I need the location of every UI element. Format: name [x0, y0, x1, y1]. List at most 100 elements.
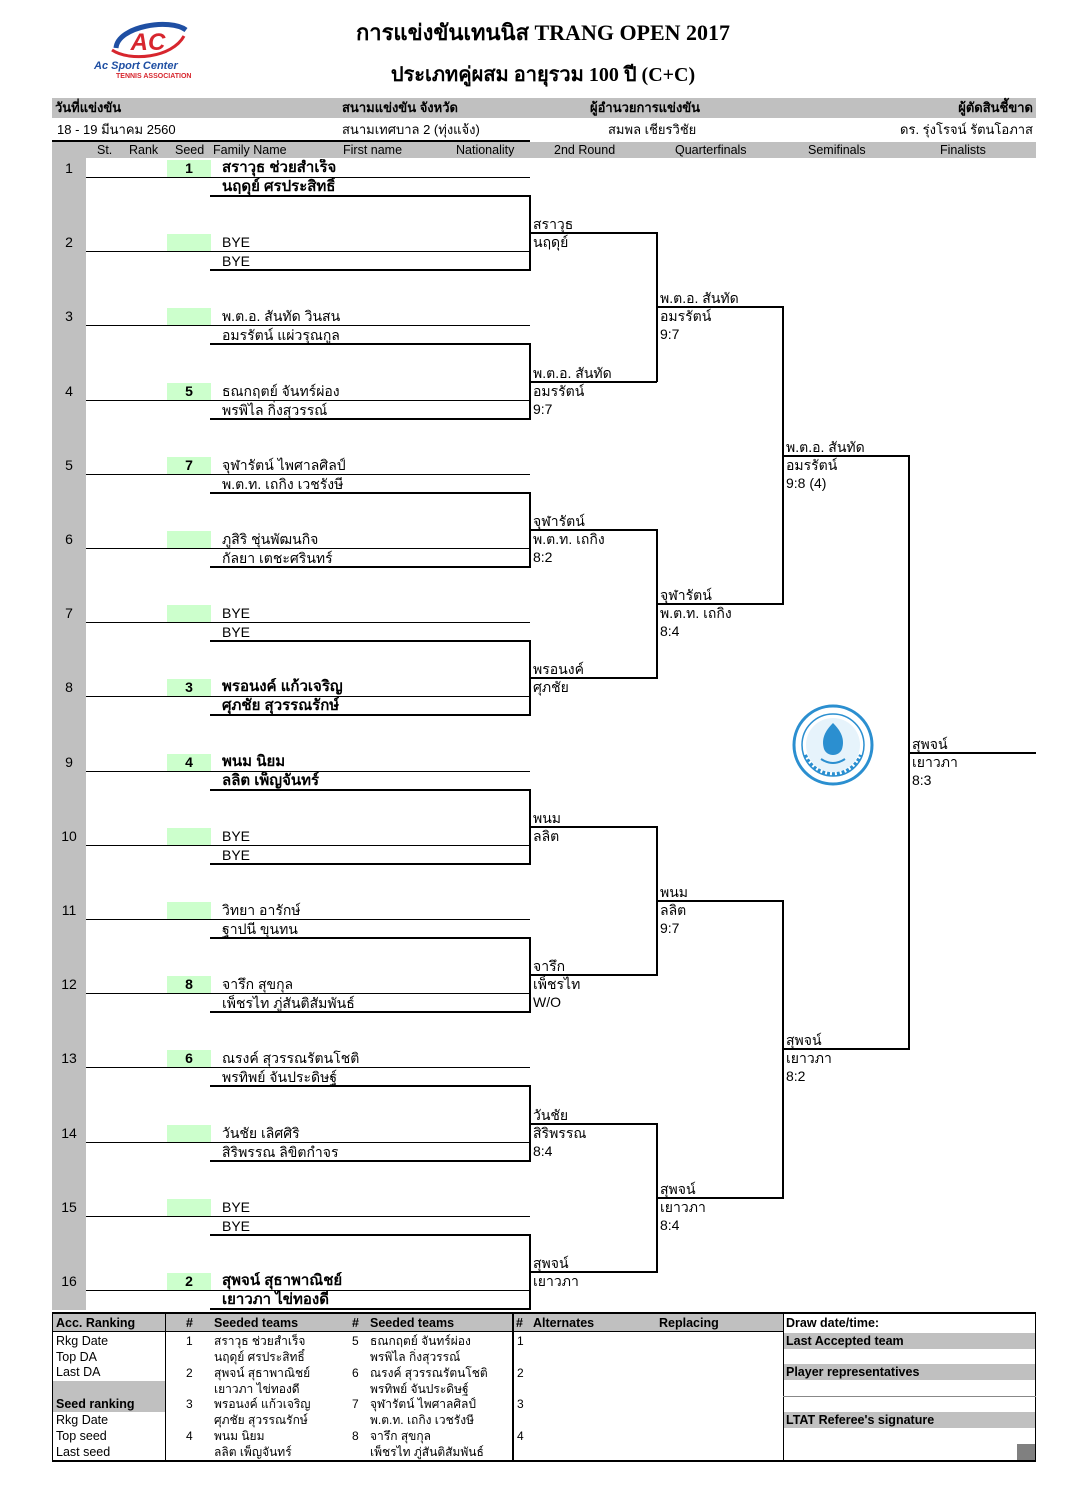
seed-ranking-row: Rkg Date	[56, 1413, 109, 1427]
seed-number: 3	[186, 1397, 193, 1412]
player-name: ภูสิริ ชุ่นพัฒนกิจ	[222, 531, 319, 547]
entry-line	[86, 473, 530, 475]
winner-name: สุพจน์	[786, 1032, 822, 1049]
match-score: 9:7	[660, 326, 680, 343]
draw-position-number: 6	[65, 531, 73, 547]
acc-ranking-title: Acc. Ranking	[56, 1316, 136, 1330]
acc-ranking-row: Rkg Date	[56, 1334, 109, 1348]
col-family-name: Family Name	[213, 143, 287, 157]
entry-line	[210, 640, 530, 643]
match-score: 9:7	[533, 400, 553, 417]
player-name: อมรรัตน์ แผ่วรุณกูล	[222, 327, 340, 344]
bracket-line	[530, 1270, 657, 1273]
summary-header-rule	[52, 1331, 783, 1332]
seeded-player-name: เพ็ชรไท ภู่สันติสัมพันธ์	[370, 1445, 484, 1460]
winner-name: พ.ต.ท. เถกิง	[660, 605, 732, 622]
entry-line	[86, 1215, 530, 1217]
seed-number: 6	[352, 1365, 359, 1380]
draw-position-number: 3	[65, 308, 73, 325]
player-name: ฐาปนี ขุนทน	[222, 921, 298, 937]
col-rank: Rank	[129, 143, 159, 157]
col-quarterfinals: Quarterfinals	[675, 143, 747, 157]
player-name: พรอนงค์ แก้วเจริญ	[222, 678, 343, 696]
bracket-line	[530, 677, 657, 680]
seeded-player-name: ณรงค์ สุวรรณรัตนโชติ	[370, 1365, 488, 1380]
association-seal-icon	[792, 704, 874, 786]
winner-name: เยาวภา	[533, 1272, 579, 1289]
draw-datetime-label: Draw date/time:	[786, 1316, 880, 1330]
bracket-line	[783, 1048, 909, 1051]
page-title: การแข่งขันเทนนิส TRANG OPEN 2017	[355, 20, 731, 45]
bracket-line	[530, 528, 657, 531]
player-name: BYE	[222, 624, 251, 641]
winner-name: สุพจน์	[533, 1254, 569, 1271]
winner-name: อมรรัตน์	[786, 456, 838, 473]
last-accepted-band	[783, 1333, 1036, 1349]
entry-line	[210, 788, 530, 791]
player-name: ลลิต เพ็ญจันทร์	[222, 771, 320, 789]
entry-line	[86, 251, 530, 253]
winner-name: พ.ต.อ. สันทัด	[533, 364, 612, 381]
seed-box	[167, 902, 211, 919]
match-score: 8:4	[660, 623, 680, 640]
entry-line	[86, 177, 530, 178]
draw-number-column	[52, 158, 86, 1310]
winner-name: สราวุธ	[533, 216, 574, 233]
last-accepted-label: Last Accepted team	[786, 1334, 904, 1348]
seeded-teams-header: Seeded teams	[214, 1316, 299, 1330]
seed-box: 6	[167, 1050, 211, 1068]
seed-num-header: #	[186, 1316, 193, 1330]
seeded-player-name: พนม นิยม	[214, 1429, 265, 1444]
seed-ranking-band	[52, 1381, 165, 1412]
winner-name: สุพจน์	[912, 735, 948, 752]
player-name: ธณกฤตย์ จันทร์ผ่อง	[222, 382, 340, 399]
draw-position-number: 12	[61, 976, 77, 993]
value-date: 18 - 19 มีนาคม 2560	[57, 122, 176, 137]
winner-name: ลลิต	[660, 901, 687, 918]
match-score: 8:2	[533, 548, 553, 565]
entry-line	[210, 491, 530, 494]
entry-line	[86, 770, 530, 772]
draw-position-number: 7	[65, 605, 73, 622]
draw-position-number: 4	[65, 382, 73, 399]
player-name: ณรงค์ สุวรรณรัตนโชติ	[222, 1050, 360, 1067]
player-name: สิริพรรณ ลิขิตกำจร	[222, 1143, 339, 1160]
bracket-line	[530, 974, 657, 977]
entry-line	[210, 417, 530, 420]
bracket-line	[530, 232, 657, 235]
bracket-line	[530, 1122, 657, 1125]
seed-ranking-row: Top seed	[56, 1429, 107, 1443]
player-name: สุพจน์ สุธาพาณิชย์	[222, 1272, 343, 1289]
entry-line	[86, 622, 530, 624]
signature-box	[1017, 1444, 1035, 1461]
draw-position-number: 9	[65, 753, 73, 770]
entry-line	[210, 1085, 530, 1088]
bracket-line	[909, 751, 1036, 754]
summary-header-row	[52, 1314, 783, 1331]
draw-position-number: 16	[61, 1273, 77, 1289]
seeded-player-name: สราวุธ ช่วยสำเร็จ	[214, 1334, 306, 1348]
seed-number: 2	[186, 1365, 193, 1380]
col-finalists: Finalists	[940, 143, 986, 157]
seed-number: 8	[352, 1429, 359, 1444]
value-director: สมพล เชียรวิชัย	[608, 122, 697, 137]
alternate-num-header: #	[516, 1316, 523, 1330]
alternate-number: 2	[517, 1365, 524, 1380]
winner-name: จารึก	[533, 958, 566, 975]
seed-box: 8	[167, 976, 211, 994]
seed-ranking-row: Last seed	[56, 1445, 111, 1459]
draw-position-number: 15	[61, 1198, 77, 1215]
draw-position-number: 5	[65, 456, 73, 473]
winner-name: สิริพรรณ	[533, 1124, 587, 1141]
entry-line	[86, 993, 530, 995]
draw-position-number: 13	[61, 1050, 77, 1067]
entry-line	[210, 343, 530, 346]
seeded-player-name: ลลิต เพ็ญจันทร์	[214, 1445, 292, 1460]
seeded-player-name: พรทิพย์ จันประดิษฐ์	[370, 1381, 469, 1396]
seed-box	[167, 605, 211, 623]
player-name: จารึก สุขกุล	[222, 976, 294, 993]
entry-line	[210, 1011, 530, 1014]
logo-mark: AC	[130, 29, 166, 56]
winner-name: เยาวภา	[786, 1050, 832, 1067]
entry-line	[86, 1067, 530, 1069]
